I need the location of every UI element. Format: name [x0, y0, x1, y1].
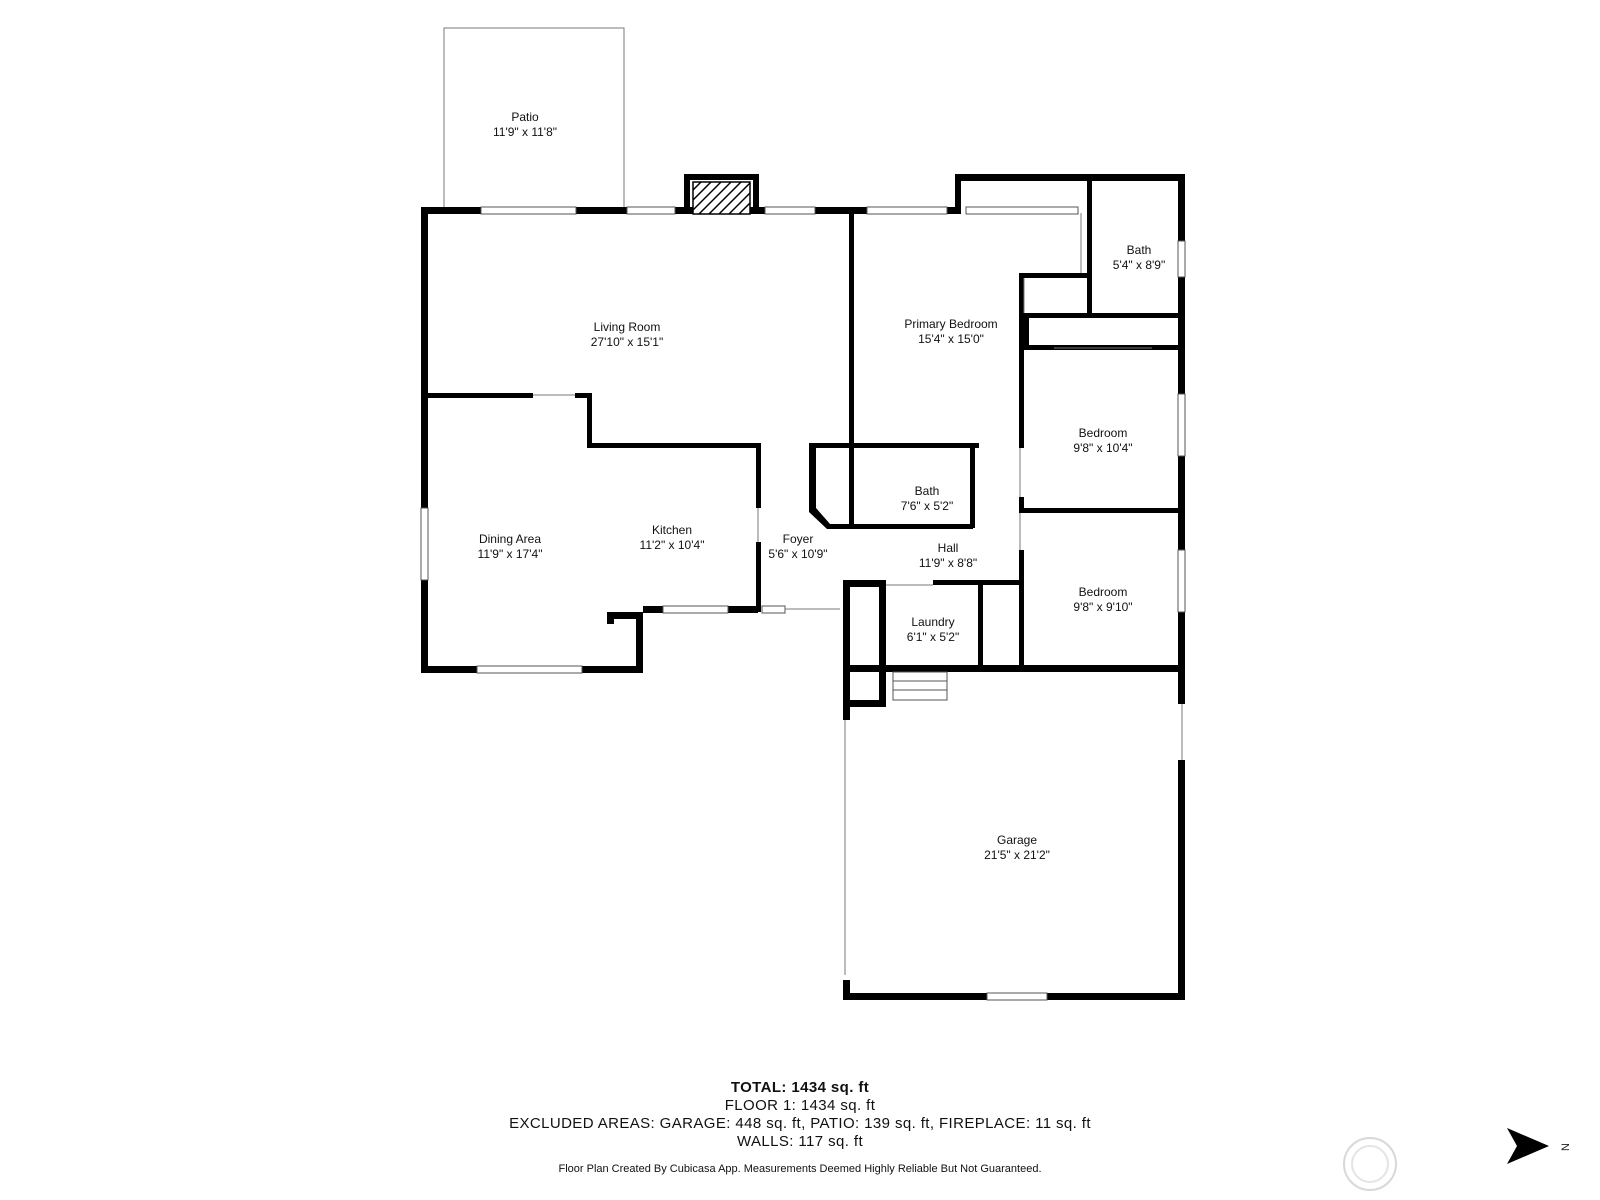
- patio-dims: 11'9" x 11'8": [493, 125, 557, 139]
- north-arrow-icon: N: [1507, 1128, 1572, 1164]
- bedroom-3-dims: 9'8" x 9'10": [1073, 600, 1132, 614]
- area-summary: TOTAL: 1434 sq. ft FLOOR 1: 1434 sq. ft …: [0, 1079, 1600, 1151]
- foyer-dims: 5'6" x 10'9": [768, 547, 827, 561]
- garage-dims: 21'5" x 21'2": [984, 848, 1050, 862]
- interior-walls: [421, 179, 1182, 670]
- laundry-dims: 6'1" x 5'2": [907, 630, 959, 644]
- kitchen-dims: 11'2" x 10'4": [640, 538, 705, 552]
- bedroom-2-dims: 9'8" x 10'4": [1073, 441, 1132, 455]
- hall-dims: 11'9" x 8'8": [919, 556, 977, 570]
- dining-area-dims: 11'9" x 17'4": [478, 547, 543, 561]
- bedroom-3-name: Bedroom: [1079, 585, 1128, 599]
- hall-bath-name: Bath: [915, 484, 940, 498]
- primary-bedroom-name: Primary Bedroom: [904, 317, 997, 331]
- exterior-walls: [421, 174, 1185, 1000]
- room-labels: Patio 11'9" x 11'8" Living Room 27'10" x…: [478, 110, 1166, 862]
- primary-bath-dims: 5'4" x 8'9": [1113, 258, 1165, 272]
- living-room-name: Living Room: [594, 320, 661, 334]
- primary-bedroom-dims: 15'4" x 15'0": [918, 332, 984, 346]
- primary-bath-name: Bath: [1127, 243, 1152, 257]
- garage-name: Garage: [997, 833, 1037, 847]
- laundry-name: Laundry: [911, 615, 954, 629]
- kitchen-name: Kitchen: [652, 523, 692, 537]
- living-room-dims: 27'10" x 15'1": [591, 335, 664, 349]
- excluded-areas: EXCLUDED AREAS: GARAGE: 448 sq. ft, PATI…: [509, 1115, 1091, 1132]
- patio-name: Patio: [511, 110, 539, 124]
- hall-name: Hall: [938, 541, 959, 555]
- hall-bath-dims: 7'6" x 5'2": [901, 499, 953, 513]
- disclaimer: Floor Plan Created By Cubicasa App. Meas…: [558, 1163, 1042, 1175]
- windows: [420, 206, 1186, 1001]
- floor-plan: Patio 11'9" x 11'8" Living Room 27'10" x…: [420, 27, 1186, 1001]
- angled-wall: [809, 443, 849, 529]
- foyer-name: Foyer: [783, 532, 814, 546]
- watermark-logo-icon: [1343, 1137, 1397, 1191]
- compass-north-label: N: [1560, 1143, 1572, 1151]
- total-area: TOTAL: 1434 sq. ft: [730, 1079, 870, 1096]
- bedroom-2-name: Bedroom: [1079, 426, 1128, 440]
- steps-icon: [892, 671, 948, 701]
- dining-area-name: Dining Area: [479, 532, 541, 546]
- door-openings: [533, 213, 1183, 975]
- walls-area: WALLS: 117 sq. ft: [736, 1133, 864, 1150]
- floor-1-area: FLOOR 1: 1434 sq. ft: [724, 1097, 876, 1114]
- fireplace-icon: [692, 181, 751, 215]
